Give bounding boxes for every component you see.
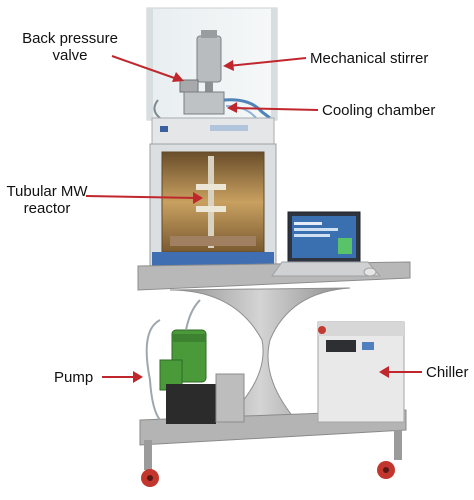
annotation-arrows <box>85 55 422 383</box>
label-tubular-mw-reactor: Tubular MW reactor <box>2 183 92 217</box>
arrowhead-back-pressure-valve <box>172 72 184 82</box>
label-pump: Pump <box>54 369 94 386</box>
label-back-pressure-valve-line1: Back pressure <box>22 30 118 47</box>
label-tubular-mw-reactor-line2: reactor <box>23 200 71 217</box>
reactor-housing <box>149 117 277 273</box>
label-cooling-chamber: Cooling chamber <box>322 102 436 119</box>
back-pressure-valve-unit <box>153 79 225 119</box>
arrowhead-mechanical-stirrer <box>223 60 234 71</box>
label-mechanical-stirrer: Mechanical stirrer <box>310 50 429 67</box>
arrowhead-pump <box>133 371 143 383</box>
arrow-cooling-chamber <box>231 107 319 111</box>
pump-unit <box>145 299 245 424</box>
laptop <box>271 211 382 277</box>
arrowhead-tubular-mw-reactor <box>193 192 203 204</box>
label-back-pressure-valve-line2: valve <box>52 47 88 64</box>
arrowhead-chiller <box>379 366 389 378</box>
label-back-pressure-valve: Back pressure valve <box>14 30 126 64</box>
arrow-tubular-mw-reactor <box>85 195 199 199</box>
label-tubular-mw-reactor-line1: Tubular MW <box>6 183 88 200</box>
label-chiller: Chiller <box>426 364 469 381</box>
arrow-mechanical-stirrer <box>227 57 307 67</box>
arrowhead-cooling-chamber <box>227 102 237 113</box>
chiller-unit <box>317 321 405 423</box>
arrow-back-pressure-valve <box>111 55 181 81</box>
